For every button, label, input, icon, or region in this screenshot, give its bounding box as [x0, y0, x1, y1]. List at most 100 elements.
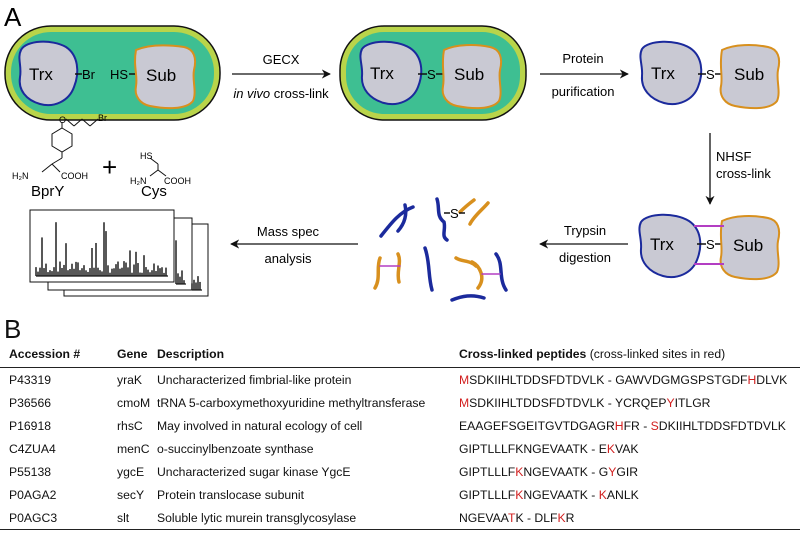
br-label: Br: [82, 67, 96, 82]
peptide-segment: NGEVAA: [459, 510, 508, 525]
gene-cell: yraK: [117, 372, 143, 387]
peptide-segment: NGEVAATK -: [523, 487, 599, 502]
gene-cell: menC: [117, 441, 150, 456]
peptide-cell: GIPTLLLFKNGEVAATK - EKVAK: [459, 437, 800, 460]
cell-before-crosslink: Trx Br HS Sub: [4, 25, 221, 121]
peptide-segment: EAAGEFSGEITGVTDGAGR: [459, 418, 615, 433]
mass-spec-label: Mass spec: [257, 224, 320, 239]
crosslinked-site: K: [515, 487, 524, 502]
crosslinked-site: Y: [666, 395, 675, 410]
panel-a-diagram: A Trx Br HS Sub GECX in vivo cross-link …: [4, 2, 781, 302]
description-cell: Protein translocase subunit: [157, 487, 305, 502]
bpry-o: O: [59, 115, 66, 125]
peptide-segment: GIPTLLLF: [459, 487, 516, 502]
peptide-cell: MSDKIIHLTDDSFDTDVLK - GAWVDGMGSPSTGDFHDL…: [459, 368, 800, 392]
accession-cell: P0AGA2: [9, 487, 57, 502]
in-vivo-label: in vivo cross-link: [233, 86, 329, 101]
bpry-br: Br: [98, 113, 107, 123]
purification-label: purification: [552, 84, 615, 99]
spectrum-peaks: [35, 222, 202, 291]
cell-after-crosslink: Trx S Sub: [339, 25, 527, 121]
trx-protein: [638, 213, 702, 279]
gene-cell: ygcE: [117, 464, 145, 479]
trx-protein: [639, 40, 703, 106]
protein-label: Protein: [562, 51, 603, 66]
s-label: S: [706, 237, 715, 252]
peptide-cell: NGEVAATK - DLFKR: [459, 506, 800, 530]
table-header-row: Accession # Gene Description Cross-linke…: [0, 340, 800, 368]
crosslinked-site: M: [459, 395, 470, 410]
table-row: P0AGA2 secY Protein translocase subunit GIP…: [0, 483, 800, 506]
peptide-cell: MSDKIIHLTDDSFDTDVLK - YCRQEPYITLGR: [459, 391, 800, 414]
peptide-segment: VAK: [615, 441, 639, 456]
peptide-cell: EAAGEFSGEITGVTDGAGRHFR - SDKIIHLTDDSFDTD…: [459, 414, 800, 437]
header-gene: Gene: [117, 340, 157, 368]
peptide-segment: GIPTLLLF: [459, 464, 516, 479]
gene-cell: rhsC: [117, 418, 143, 433]
description-cell: Soluble lytic murein transglycosylase: [157, 506, 459, 530]
peptide-segment: GIR: [616, 464, 639, 479]
accession-cell: P16918: [9, 418, 52, 433]
crosslink-label: cross-link: [716, 166, 771, 181]
crosslinked-site: S: [650, 418, 659, 433]
gecx-label: GECX: [263, 52, 300, 67]
gene-cell: slt: [117, 506, 157, 530]
header-accession: Accession #: [0, 340, 117, 368]
peptide-segment: R: [565, 510, 575, 525]
description-cell: o-succinylbenzoate synthase: [157, 441, 314, 456]
bpry-h2n: H₂N: [12, 171, 29, 181]
gene-cell: secY: [117, 487, 145, 502]
peptide-segment: K - DLF: [515, 510, 558, 525]
crosslinked-site: M: [459, 372, 470, 387]
crosslinked-site: H: [747, 372, 757, 387]
sub-label: Sub: [146, 66, 176, 85]
trypsin-label: Trypsin: [564, 223, 606, 238]
crosslinked-site: K: [557, 510, 566, 525]
peptide-segment: ITLGR: [674, 395, 711, 410]
peptide-cell: GIPTLLLFKNGEVAATK - KANLK: [459, 483, 800, 506]
trx-label: Trx: [650, 235, 674, 254]
s-label: S: [427, 67, 436, 82]
crosslinked-site: K: [606, 441, 616, 456]
analysis-label: analysis: [265, 251, 312, 266]
peptide-segment: FR -: [623, 418, 651, 433]
nhsf-crosslinked-complex: Trx S Sub: [638, 213, 781, 281]
sub-protein: [441, 44, 503, 110]
sub-protein: [134, 44, 197, 110]
trx-protein: [18, 40, 79, 106]
header-description: Description: [157, 340, 459, 368]
gene-cell: cmoM: [117, 395, 151, 410]
panel-b-label: B: [4, 314, 22, 344]
description-cell: Uncharacterized fimbrial-like protein: [157, 372, 352, 387]
accession-cell: P43319: [9, 372, 52, 387]
mass-spectra: [29, 209, 209, 297]
sub-label: Sub: [454, 65, 484, 84]
peptide-segment: ANLK: [606, 487, 639, 502]
header-peptides-note: (cross-linked sites in red): [586, 347, 726, 361]
peptide-cell: GIPTLLLFKNGEVAATK - GYGIR: [459, 460, 800, 483]
cys-label: Cys: [141, 183, 167, 200]
peptide-segment: SDKIIHLTDDSFDTDVLK - GAWVDGMGSPSTGDF: [469, 372, 748, 387]
crosslinked-site: K: [515, 464, 524, 479]
trx-label: Trx: [370, 64, 394, 83]
description-cell: tRNA 5-carboxymethoxyuridine methyltrans…: [157, 395, 426, 410]
peptide-fragments: [373, 197, 508, 302]
sub-protein: [719, 215, 781, 281]
sub-label: Sub: [733, 236, 763, 255]
s-label: S: [450, 206, 459, 221]
crosslink-table: Accession # Gene Description Cross-linke…: [0, 340, 800, 530]
plus-sign: +: [102, 152, 117, 182]
digestion-label: digestion: [559, 250, 611, 265]
description-cell: May involved in natural ecology of cell: [157, 418, 363, 433]
cys-cooh: COOH: [164, 176, 191, 186]
trx-label: Trx: [651, 64, 675, 83]
accession-cell: P55138: [9, 464, 52, 479]
crosslinked-site: H: [614, 418, 624, 433]
bpry-structure: [41, 118, 99, 173]
crosslinked-site: K: [598, 487, 607, 502]
purified-complex: Trx S Sub: [639, 40, 781, 110]
cys-hs: HS: [140, 151, 153, 161]
sub-protein: [719, 44, 781, 110]
